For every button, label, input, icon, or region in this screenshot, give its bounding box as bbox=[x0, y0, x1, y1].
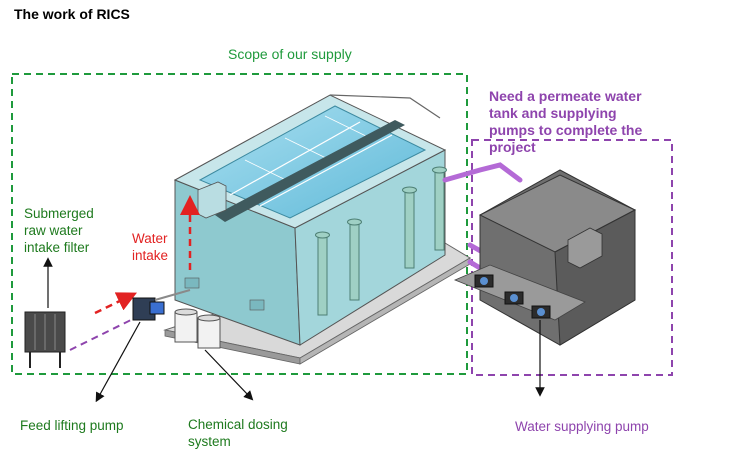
scope-box bbox=[11, 73, 468, 375]
water-intake-label: Water intake bbox=[132, 231, 169, 263]
need-box bbox=[471, 139, 673, 376]
chemical-callout bbox=[204, 349, 254, 401]
need-label: Need a permeate water tank and supplying… bbox=[489, 88, 643, 155]
feed-lifting-pump bbox=[132, 289, 191, 321]
tank-vertical-pipes bbox=[315, 166, 447, 316]
feed-pump-label: Feed lifting pump bbox=[20, 418, 124, 433]
intake-arrow-lower bbox=[94, 292, 137, 315]
intake-line bbox=[69, 317, 136, 351]
scope-label: Scope of our supply bbox=[228, 46, 352, 62]
intake-filter bbox=[24, 311, 66, 368]
intake-filter-label: Submerged raw water intake filter bbox=[24, 206, 94, 255]
treatment-tank bbox=[173, 94, 447, 346]
chemical-dosing-tanks bbox=[174, 308, 221, 349]
feed-pump-callout bbox=[95, 321, 141, 403]
chemical-dosing-label: Chemical dosing system bbox=[188, 417, 288, 449]
supply-pump-label: Water supplying pump bbox=[515, 419, 649, 434]
permeate-tank bbox=[453, 169, 637, 346]
supply-pumps bbox=[474, 274, 551, 319]
page-title: The work of RICS bbox=[14, 6, 130, 22]
